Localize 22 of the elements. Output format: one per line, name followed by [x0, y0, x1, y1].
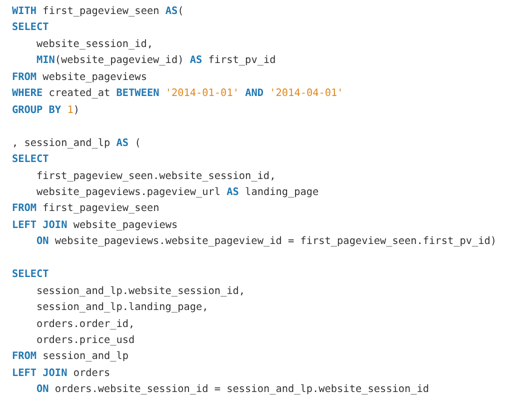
- code-line: first_pageview_seen.website_session_id,: [36, 170, 276, 184]
- code-line: website_session_id,: [36, 38, 154, 52]
- code-line: orders.order_id,: [36, 318, 135, 332]
- code-line: session_and_lp.landing_page,: [36, 301, 208, 316]
- code-line: LEFT JOIN website_pageviews: [12, 218, 178, 233]
- code-line: , session_and_lp AS (: [12, 136, 141, 151]
- code-line: ON website_pageviews.website_pageview_id = first_pageview_seen.first_pv_id): [36, 235, 497, 250]
- code-line: LEFT JOIN orders: [12, 366, 110, 381]
- code-line: WHERE created_at BETWEEN '2014-01-01' AND '2014-04-01': [12, 87, 344, 102]
- code-line: FROM first_pageview_seen: [12, 202, 160, 216]
- code-line: SELECT: [12, 21, 49, 36]
- code-line: MIN(website_pageview_id) AS first_pv_id: [36, 54, 276, 68]
- code-line: website_pageviews.pageview_url AS landing_page: [36, 186, 319, 200]
- code-line: session_and_lp.website_session_id,: [36, 284, 246, 299]
- code-line: FROM session_and_lp: [12, 350, 129, 364]
- code-line: GROUP BY 1): [12, 104, 80, 118]
- code-line: FROM website_pageviews: [12, 70, 147, 85]
- code-line: WITH first_pageview_seen AS(: [12, 5, 184, 19]
- code-line: ON orders.website_session_id = session_and_lp.website_session_id: [36, 383, 430, 398]
- code-line: SELECT: [12, 268, 49, 282]
- code-line: SELECT: [12, 153, 49, 168]
- code-line: orders.price_usd: [36, 334, 135, 348]
